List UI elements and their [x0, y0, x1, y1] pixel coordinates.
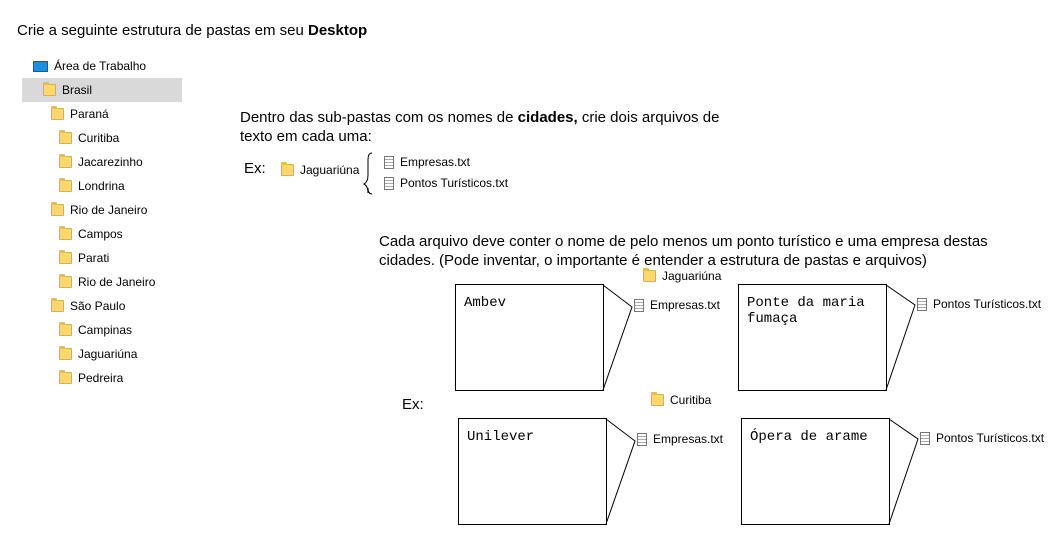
tree-item-label: Brasil	[62, 83, 93, 97]
folder-icon	[51, 106, 64, 120]
tree-item-label: Área de Trabalho	[54, 59, 147, 73]
text-file-icon	[384, 176, 394, 190]
example-2-file-d-label: Pontos Turísticos.txt	[936, 431, 1045, 445]
tree-item-label: Jaguariúna	[78, 347, 138, 361]
example-2-folder-bottom-label: Curitiba	[670, 393, 712, 407]
tree-item-campos[interactable]: Campos	[59, 223, 123, 245]
note-opera: Ópera de arame	[741, 418, 890, 525]
folder-icon	[59, 130, 72, 144]
folder-icon	[59, 250, 72, 264]
example-1-file-1-label: Empresas.txt	[400, 155, 471, 169]
tree-item-area-de-trabalho[interactable]: Área de Trabalho	[33, 55, 146, 77]
example-1-file-1: Empresas.txt	[384, 155, 470, 169]
instruction-1-part2: crie dois arquivos de texto em cada uma:	[240, 109, 720, 145]
tree-item-parana[interactable]: Paraná	[51, 103, 109, 125]
tree-item-londrina[interactable]: Londrina	[59, 175, 125, 197]
example-2-file-a: Empresas.txt	[634, 298, 720, 312]
example-2-folder-bottom: Curitiba	[651, 392, 712, 407]
tree-item-jaguariuna[interactable]: Jaguariúna	[59, 343, 137, 365]
tree-item-jacarezinho[interactable]: Jacarezinho	[59, 151, 143, 173]
tree-item-label: Parati	[78, 251, 110, 265]
folder-icon	[51, 202, 64, 216]
title-prefix: Crie a seguinte estrutura de pastas em s…	[17, 22, 304, 39]
tree-item-label: São Paulo	[70, 299, 126, 313]
tree-item-campinas[interactable]: Campinas	[59, 319, 132, 341]
instruction-1: Dentro das sub-pastas com os nomes de ci…	[240, 108, 740, 146]
text-file-icon	[920, 431, 930, 445]
instruction-1-part1: Dentro das sub-pastas com os nomes de	[240, 109, 518, 126]
instruction-1-bold: cidades,	[517, 109, 578, 126]
tree-item-sao-paulo[interactable]: São Paulo	[51, 295, 125, 317]
instruction-2: Cada arquivo deve conter o nome de pelo …	[379, 233, 988, 269]
folder-icon	[51, 298, 64, 312]
example-2-file-b: Pontos Turísticos.txt	[917, 297, 1041, 311]
tree-item-label: Jacarezinho	[78, 155, 143, 169]
folder-icon	[651, 392, 664, 406]
example-2-label: Ex:	[402, 396, 424, 413]
tree-item-curitiba[interactable]: Curitiba	[59, 127, 119, 149]
tree-item-label: Campos	[78, 227, 123, 241]
folder-icon	[643, 268, 656, 282]
tree-item-label: Campinas	[78, 323, 133, 337]
folder-icon	[59, 154, 72, 168]
tree-item-label: Curitiba	[78, 131, 120, 145]
example-2-file-d: Pontos Turísticos.txt	[920, 431, 1044, 445]
example-1-file-2: Pontos Turísticos.txt	[384, 176, 508, 190]
text-file-icon	[917, 297, 927, 311]
tree-item-label: Pedreira	[78, 371, 124, 385]
tree-item-pedreira[interactable]: Pedreira	[59, 367, 123, 389]
example-1-file-2-label: Pontos Turísticos.txt	[400, 176, 509, 190]
example-2-file-c: Empresas.txt	[637, 432, 723, 446]
folder-icon	[59, 274, 72, 288]
tree-item-brasil[interactable]: Brasil	[43, 79, 92, 101]
tree-item-label: Paraná	[70, 107, 109, 121]
example-2-file-a-label: Empresas.txt	[650, 298, 721, 312]
example-1-folder: Jaguariúna	[281, 162, 360, 177]
tree-item-label: Rio de Janeiro	[70, 203, 148, 217]
note-unilever: Unilever	[458, 418, 607, 525]
folder-icon	[43, 82, 56, 96]
folder-icon	[59, 178, 72, 192]
example-1-folder-label: Jaguariúna	[300, 163, 360, 177]
tree-item-label: Londrina	[78, 179, 125, 193]
example-2-file-c-label: Empresas.txt	[653, 432, 724, 446]
example-2-folder-top-label: Jaguariúna	[662, 269, 722, 283]
page-title: Crie a seguinte estrutura de pastas em s…	[17, 22, 367, 39]
folder-icon	[281, 162, 294, 176]
text-file-icon	[634, 298, 644, 312]
tree-item-rio-de-janeiro[interactable]: Rio de Janeiro	[51, 199, 147, 221]
text-file-icon	[384, 155, 394, 169]
example-2-folder-top: Jaguariúna	[643, 268, 722, 283]
title-bold: Desktop	[308, 22, 368, 39]
desktop-icon	[33, 60, 48, 72]
note-ponte: Ponte da maria fumaça	[738, 284, 887, 391]
note-ambev: Ambev	[455, 284, 604, 391]
example-1-label: Ex:	[244, 160, 266, 177]
tree-item-label: Rio de Janeiro	[78, 275, 156, 289]
folder-icon	[59, 322, 72, 336]
folder-icon	[59, 226, 72, 240]
example-2-file-b-label: Pontos Turísticos.txt	[933, 297, 1042, 311]
folder-icon	[59, 346, 72, 360]
tree-item-parati[interactable]: Parati	[59, 247, 109, 269]
folder-icon	[59, 370, 72, 384]
tree-item-rio-de-janeiro-city[interactable]: Rio de Janeiro	[59, 271, 155, 293]
text-file-icon	[637, 432, 647, 446]
